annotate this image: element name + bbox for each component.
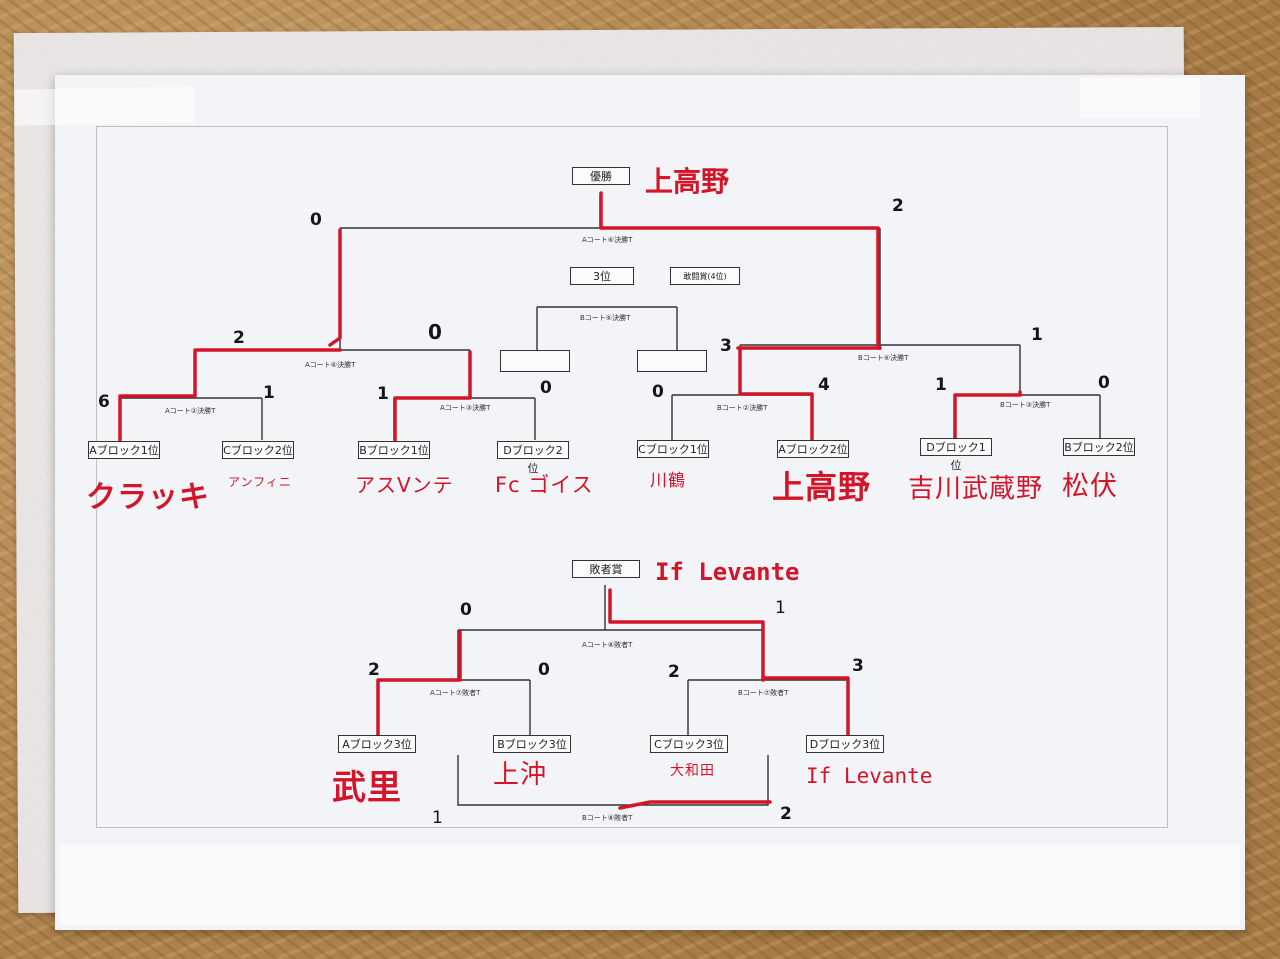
third-place-box: 3位 — [570, 267, 634, 285]
c-team-a3: 武里 — [332, 768, 402, 808]
tape-bottom — [60, 845, 1240, 925]
tape-top-right — [1080, 78, 1200, 118]
score-final-left: 0 — [310, 210, 322, 230]
score-qf3-left: 0 — [652, 382, 664, 402]
score-final-right: 2 — [892, 196, 904, 216]
third-slot-left — [500, 350, 570, 372]
court-a2-label: Aコート②決勝T — [165, 407, 216, 415]
score-qf3-right: 4 — [818, 375, 830, 395]
c-score-left-left: 2 — [368, 660, 380, 680]
consolation-final-court-label: Aコート⑧敗者T — [582, 641, 633, 649]
team-a1: クラッキ — [86, 480, 210, 515]
slot-b1: Bブロック1位 — [358, 441, 430, 459]
c-team-b3: 上沖 — [493, 760, 548, 790]
team-d2: Fc ゴイス — [495, 473, 594, 497]
consolation-box: 敗者賞 — [572, 560, 640, 578]
c-slot-a3: Aブロック3位 — [338, 735, 416, 753]
c-score-left-right: 0 — [538, 660, 550, 680]
c-score-right-left: 2 — [668, 662, 680, 682]
c-score-bottom-right: 2 — [780, 804, 792, 824]
third-court-label: Bコート⑥決勝T — [580, 314, 631, 322]
team-a2: 上高野 — [772, 468, 872, 506]
right-semi-court-label: Bコート⑥決勝T — [858, 354, 909, 362]
consolation-left-court-label: Aコート⑦敗者T — [430, 689, 481, 697]
c-slot-c3: Cブロック3位 — [650, 735, 728, 753]
paper-sheet — [55, 75, 1245, 930]
score-semi2-right: 1 — [1031, 325, 1043, 345]
consolation-right-court-label: Bコート⑦敗者T — [738, 689, 789, 697]
consolation-winner-name: If Levante — [655, 558, 800, 586]
left-semi-court-label: Aコート⑥決勝T — [305, 361, 356, 369]
score-semi1-left: 2 — [233, 328, 245, 348]
slot-c1: Cブロック1位 — [637, 440, 709, 458]
slot-c2: Cブロック2位 — [222, 441, 294, 459]
c-score-final-right: 1 — [775, 598, 786, 618]
c-score-right-right: 3 — [852, 656, 864, 676]
team-b1: アスVンテ — [355, 473, 454, 497]
score-semi1-right: 0 — [428, 320, 442, 344]
c-score-bottom-left: 1 — [432, 808, 443, 828]
slot-a1: Aブロック1位 — [88, 441, 160, 459]
slot-d2: Dブロック2位 — [497, 441, 569, 475]
consolation-bottom-court-label: Bコート⑧敗者T — [582, 814, 633, 822]
score-qf2-left: 1 — [377, 384, 389, 404]
score-qf2-right: 0 — [540, 378, 552, 398]
fourth-place-box: 敢闘賞(4位) — [670, 267, 740, 285]
winner-name: 上高野 — [645, 165, 730, 198]
score-semi2-left: 3 — [720, 336, 732, 356]
court-b2-label: Bコート②決勝T — [717, 404, 768, 412]
c-score-final-left: 0 — [460, 600, 472, 620]
team-c2: アンフィニ — [228, 475, 292, 489]
court-a3-label: Aコート③決勝T — [440, 404, 491, 412]
print-frame — [96, 126, 1168, 828]
c-team-d3: If Levante — [806, 764, 933, 788]
score-qf4-right: 0 — [1098, 373, 1110, 393]
c-team-c3: 大和田 — [670, 763, 715, 779]
c-slot-b3: Bブロック3位 — [493, 735, 571, 753]
slot-b2: Bブロック2位 — [1063, 438, 1135, 456]
team-b2: 松伏 — [1062, 471, 1118, 502]
final-court-label: Aコート⑥決勝T — [582, 236, 633, 244]
team-c1: 川鶴 — [650, 471, 686, 491]
slot-a2: Aブロック2位 — [777, 440, 849, 458]
winner-box: 優勝 — [572, 167, 630, 185]
c-slot-d3: Dブロック3位 — [806, 735, 884, 753]
score-qf1-right: 1 — [263, 383, 275, 403]
slot-d1: Dブロック1位 — [920, 438, 992, 472]
score-qf4-left: 1 — [935, 375, 947, 395]
third-slot-right — [637, 350, 707, 372]
score-qf1-left: 6 — [98, 392, 110, 412]
court-b3-label: Bコート③決勝T — [1000, 401, 1051, 409]
team-d1: 吉川武蔵野 — [908, 474, 1044, 504]
